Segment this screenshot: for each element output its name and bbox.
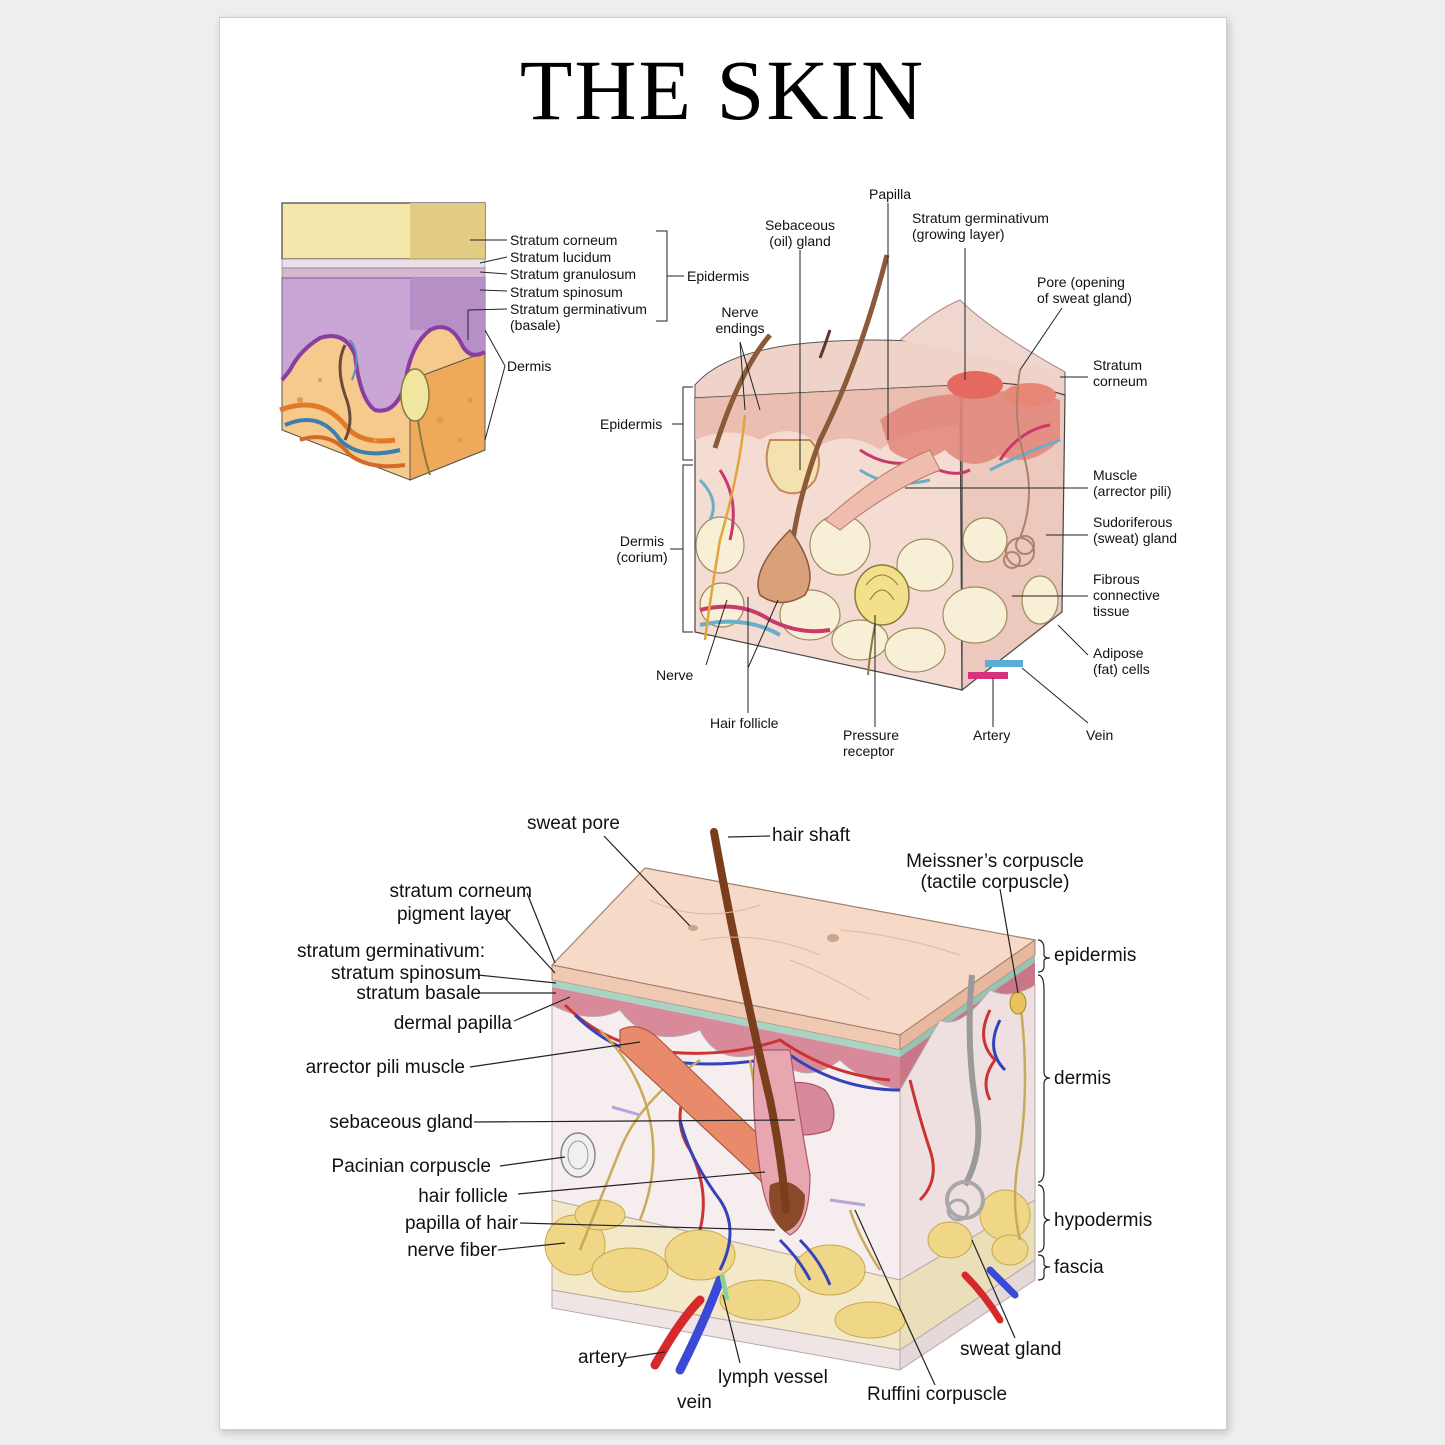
label-vein-fig3: vein <box>677 1392 712 1413</box>
label-dermal-papilla: dermal papilla <box>393 1013 512 1034</box>
label-dermis-corium: Dermis(corium) <box>616 533 668 565</box>
label-nerve-fig2: Nerve <box>656 667 694 683</box>
label-sudoriferous-gland: Sudoriferous(sweat) gland <box>1093 514 1178 546</box>
fig1-leaders <box>467 230 684 441</box>
label-epidermis-fig3: epidermis <box>1054 945 1137 966</box>
page-title: THE SKIN <box>519 42 926 138</box>
fig2-leaders <box>670 203 1089 727</box>
label-stratum-germinativum-growing: Stratum germinativum(growing layer) <box>912 210 1049 242</box>
label-muscle-arrector: Muscle(arrector pili) <box>1093 467 1172 499</box>
label-stratum-spinosum: Stratum spinosum <box>510 284 623 300</box>
label-hypodermis: hypodermis <box>1054 1210 1153 1231</box>
label-hair-follicle-fig2: Hair follicle <box>710 715 779 731</box>
label-stratum-spinosum-fig3: stratum spinosum <box>331 963 481 984</box>
label-nerve-fiber: nerve fiber <box>407 1240 497 1261</box>
label-stratum-corneum: Stratum corneum <box>510 232 618 248</box>
label-adipose-cells: Adipose(fat) cells <box>1093 645 1150 677</box>
label-ruffini-corpuscle: Ruffini corpuscle <box>867 1384 1008 1405</box>
label-hair-follicle-fig3: hair follicle <box>418 1186 508 1207</box>
label-pacinian-corpuscle: Pacinian corpuscle <box>331 1156 491 1177</box>
label-sebaceous-gland-fig3: sebaceous gland <box>329 1112 473 1133</box>
label-stratum-germinativum: Stratum germinativum(basale) <box>510 301 647 333</box>
label-hair-shaft: hair shaft <box>772 825 851 846</box>
label-vein-fig2: Vein <box>1086 727 1114 743</box>
label-stratum-basale-fig3: stratum basale <box>356 983 481 1004</box>
label-epidermis-fig1: Epidermis <box>687 268 750 284</box>
label-sweat-gland: sweat gland <box>960 1339 1062 1360</box>
label-sweat-pore: sweat pore <box>527 813 620 834</box>
label-dermis-fig3: dermis <box>1054 1068 1112 1089</box>
label-papilla: Papilla <box>869 186 912 202</box>
fig3-leaders <box>469 835 1051 1386</box>
label-sebaceous-gland: Sebaceous(oil) gland <box>764 217 836 249</box>
label-meissner-corpuscle: Meissner’s corpuscle(tactile corpuscle) <box>906 851 1084 893</box>
label-pigment-layer: pigment layer <box>396 904 511 925</box>
label-stratum-corneum-fig3: stratum corneum <box>389 881 532 902</box>
label-fascia: fascia <box>1054 1257 1104 1278</box>
label-artery-fig2: Artery <box>973 727 1011 743</box>
label-dermis-fig1: Dermis <box>507 358 552 374</box>
fig2-skin-block <box>694 254 1066 692</box>
label-stratum-germinativum-fig3: stratum germinativum: <box>297 941 485 962</box>
label-stratum-lucidum: Stratum lucidum <box>510 249 612 265</box>
label-epidermis-fig2: Epidermis <box>600 416 663 432</box>
fig3-skin-block <box>544 828 1037 1375</box>
label-arrector-pili: arrector pili muscle <box>305 1057 465 1078</box>
label-stratum-granulosum: Stratum granulosum <box>510 266 637 282</box>
fig1-skin-block <box>279 202 486 481</box>
label-lymph-vessel: lymph vessel <box>718 1367 828 1388</box>
label-artery-fig3: artery <box>578 1347 627 1368</box>
label-papilla-of-hair: papilla of hair <box>404 1213 518 1234</box>
